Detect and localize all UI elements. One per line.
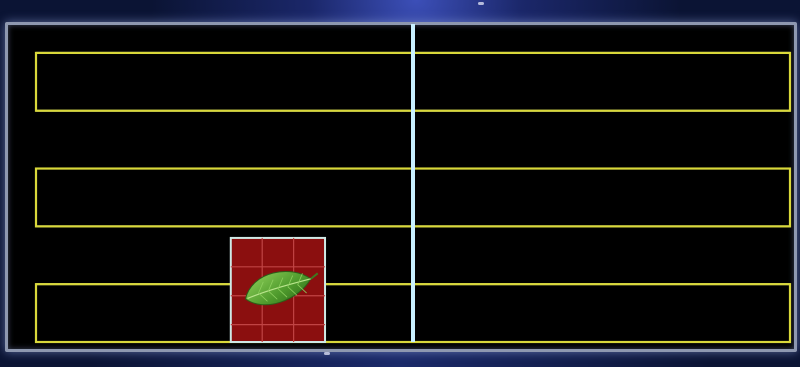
star-dot [478, 2, 484, 5]
star-dot [324, 352, 330, 355]
player-block[interactable] [231, 238, 325, 342]
